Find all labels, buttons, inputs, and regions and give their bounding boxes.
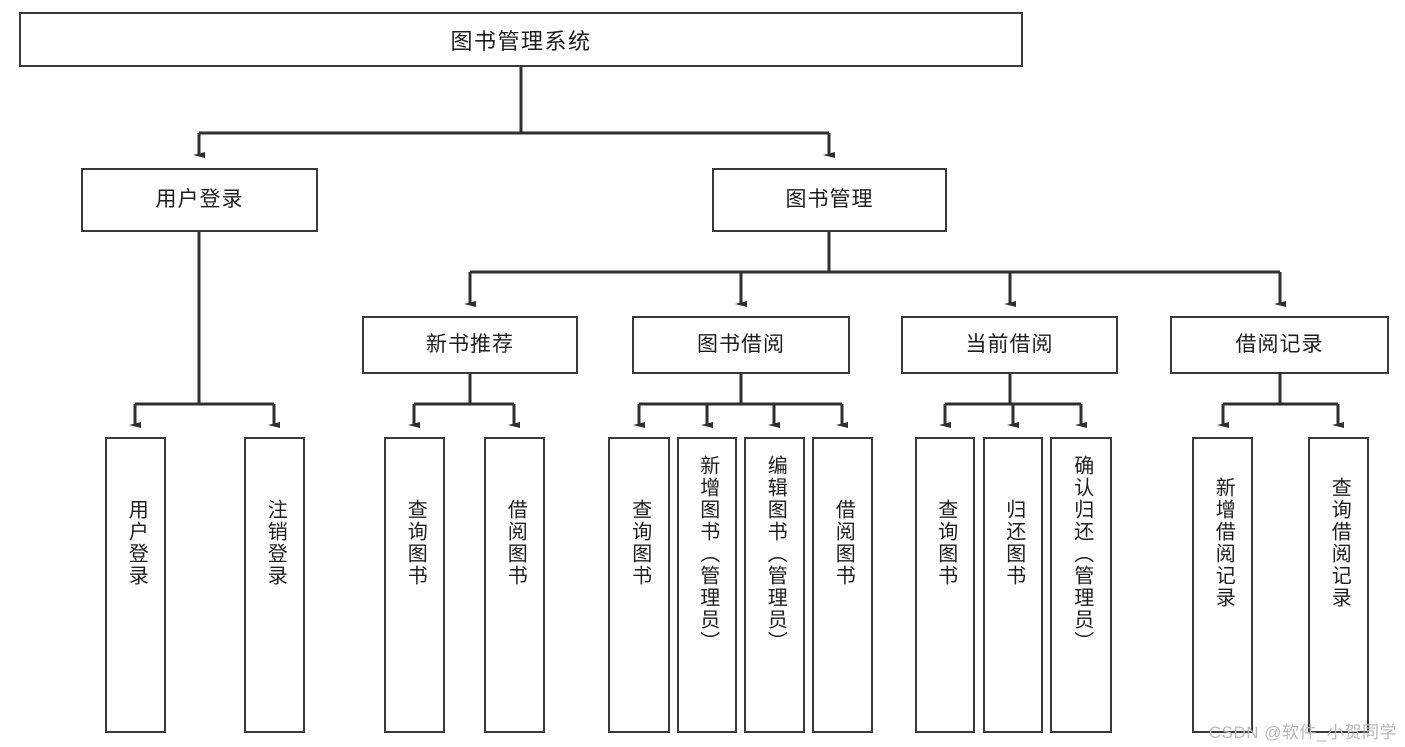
node-book-borrow[interactable]: 图书借阅 xyxy=(632,316,850,374)
node-current-borrow[interactable]: 当前借阅 xyxy=(901,316,1118,374)
node-current-borrow-label: 当前借阅 xyxy=(965,333,1054,357)
leaf-logout-login-label: 注销登录 xyxy=(264,499,287,587)
node-book-borrow-label: 图书借阅 xyxy=(697,333,785,357)
leaf-borrow-book-2-label: 借阅图书 xyxy=(832,499,855,587)
leaf-query-book-3-label: 查询图书 xyxy=(934,499,957,587)
leaf-query-book-3[interactable]: 查询图书 xyxy=(915,437,975,733)
leaf-query-book-2[interactable]: 查询图书 xyxy=(608,437,670,733)
leaf-query-book-1-label: 查询图书 xyxy=(404,499,427,587)
leaf-add-book[interactable]: 新增图书（管理员） xyxy=(677,437,737,733)
node-book-management[interactable]: 图书管理 xyxy=(712,168,947,232)
node-root-book-management-system[interactable]: 图书管理系统 xyxy=(19,12,1023,67)
leaf-confirm-return-label: 确认归还（管理员） xyxy=(1070,455,1093,653)
leaf-query-borrow-record-label: 查询借阅记录 xyxy=(1328,477,1351,609)
leaf-user-login-label: 用户登录 xyxy=(125,499,148,587)
leaf-edit-book[interactable]: 编辑图书（管理员） xyxy=(744,437,805,733)
leaf-query-book-2-label: 查询图书 xyxy=(628,499,651,587)
node-book-management-label: 图书管理 xyxy=(785,188,874,212)
leaf-query-book-1[interactable]: 查询图书 xyxy=(384,437,445,733)
leaf-add-borrow-record-label: 新增借阅记录 xyxy=(1212,477,1235,609)
leaf-add-borrow-record[interactable]: 新增借阅记录 xyxy=(1192,437,1253,733)
leaf-borrow-book-1-label: 借阅图书 xyxy=(504,499,527,587)
node-new-book-recommend-label: 新书推荐 xyxy=(426,333,514,357)
node-user-login-label: 用户登录 xyxy=(155,188,244,212)
leaf-logout-login[interactable]: 注销登录 xyxy=(244,437,305,733)
leaf-confirm-return[interactable]: 确认归还（管理员） xyxy=(1050,437,1112,733)
leaf-edit-book-label: 编辑图书（管理员） xyxy=(764,455,787,653)
node-borrow-record-label: 借阅记录 xyxy=(1235,333,1324,357)
node-borrow-record[interactable]: 借阅记录 xyxy=(1170,316,1389,374)
leaf-query-borrow-record[interactable]: 查询借阅记录 xyxy=(1308,437,1369,733)
node-user-login[interactable]: 用户登录 xyxy=(81,168,318,232)
node-new-book-recommend[interactable]: 新书推荐 xyxy=(362,316,578,374)
leaf-add-book-label: 新增图书（管理员） xyxy=(696,455,719,653)
leaf-borrow-book-1[interactable]: 借阅图书 xyxy=(484,437,545,733)
leaf-user-login[interactable]: 用户登录 xyxy=(105,437,166,733)
node-root-label: 图书管理系统 xyxy=(450,28,592,54)
leaf-borrow-book-2[interactable]: 借阅图书 xyxy=(812,437,873,733)
leaf-return-book[interactable]: 归还图书 xyxy=(983,437,1043,733)
leaf-return-book-label: 归还图书 xyxy=(1002,499,1025,587)
